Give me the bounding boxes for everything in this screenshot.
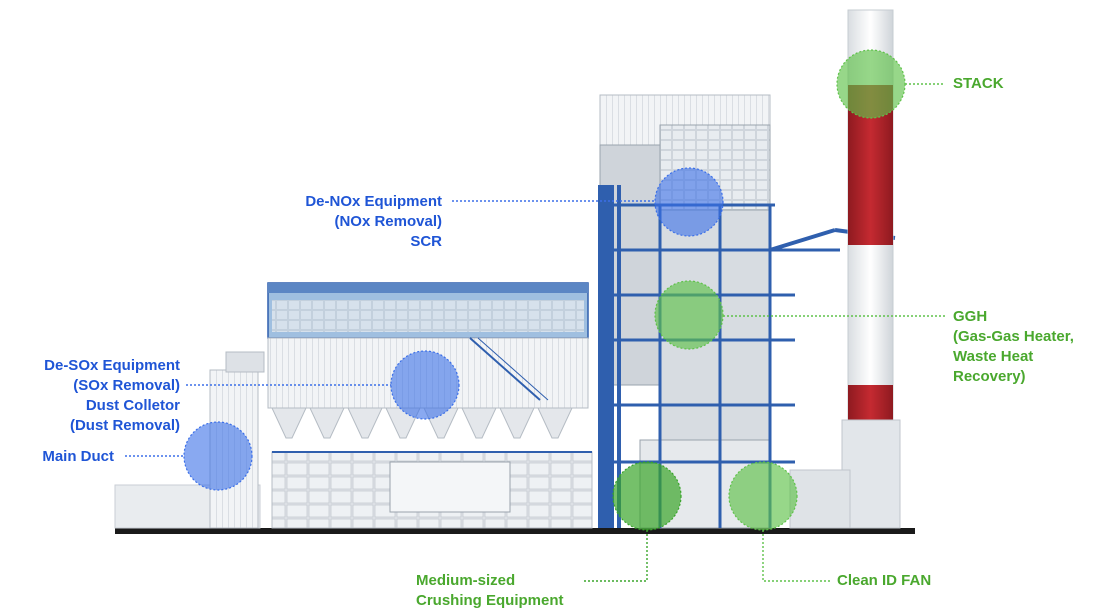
id-fan-label: Clean ID FAN	[837, 571, 931, 591]
stack-label: STACK	[953, 74, 1004, 94]
denox-label-line: De-NOx Equipment	[305, 193, 442, 210]
ggh-label-line: (Gas-Gas Heater,	[953, 328, 1074, 345]
crushing-marker	[612, 461, 682, 531]
desox-label-line: (Dust Removal)	[69, 417, 180, 434]
desox-label-line: Dust Colletor	[85, 397, 180, 414]
leader-lines	[125, 83, 945, 582]
desox-label: De-SOx Equipment (SOx Removal) Dust Coll…	[10, 356, 180, 436]
ground-line	[115, 528, 915, 534]
stack-label-line: STACK	[953, 75, 1004, 92]
desox-label-line: De-SOx Equipment	[44, 357, 180, 374]
main-duct-marker	[183, 421, 253, 491]
dust-collector-structure	[267, 282, 593, 529]
stack-marker	[836, 49, 906, 119]
crushing-label: Medium-sized Crushing Equipment	[416, 571, 564, 611]
id-fan-marker	[728, 461, 798, 531]
crushing-label-line: Crushing Equipment	[416, 592, 564, 609]
crushing-label-line: Medium-sized	[416, 572, 516, 589]
denox-label: De-NOx Equipment (NOx Removal) SCR	[262, 192, 442, 252]
denox-label-line: SCR	[410, 233, 442, 250]
ggh-label: GGH (Gas-Gas Heater, Waste Heat Recovery…	[953, 307, 1074, 387]
main-duct-label-line: Main Duct	[42, 448, 114, 465]
id-fan-label-line: Clean ID FAN	[837, 572, 932, 589]
ggh-label-line: Waste Heat	[953, 348, 1034, 365]
main-duct-structure	[114, 351, 265, 529]
ggh-label-line: Recovery)	[953, 368, 1026, 385]
denox-label-line: (NOx Removal)	[334, 213, 442, 230]
desox-label-line: (SOx Removal)	[73, 377, 180, 394]
ggh-label-line: GGH	[953, 308, 988, 325]
ggh-marker	[654, 280, 724, 350]
main-duct-label: Main Duct	[10, 447, 114, 467]
scr-marker	[654, 167, 724, 237]
dust-collector-marker	[390, 350, 460, 420]
